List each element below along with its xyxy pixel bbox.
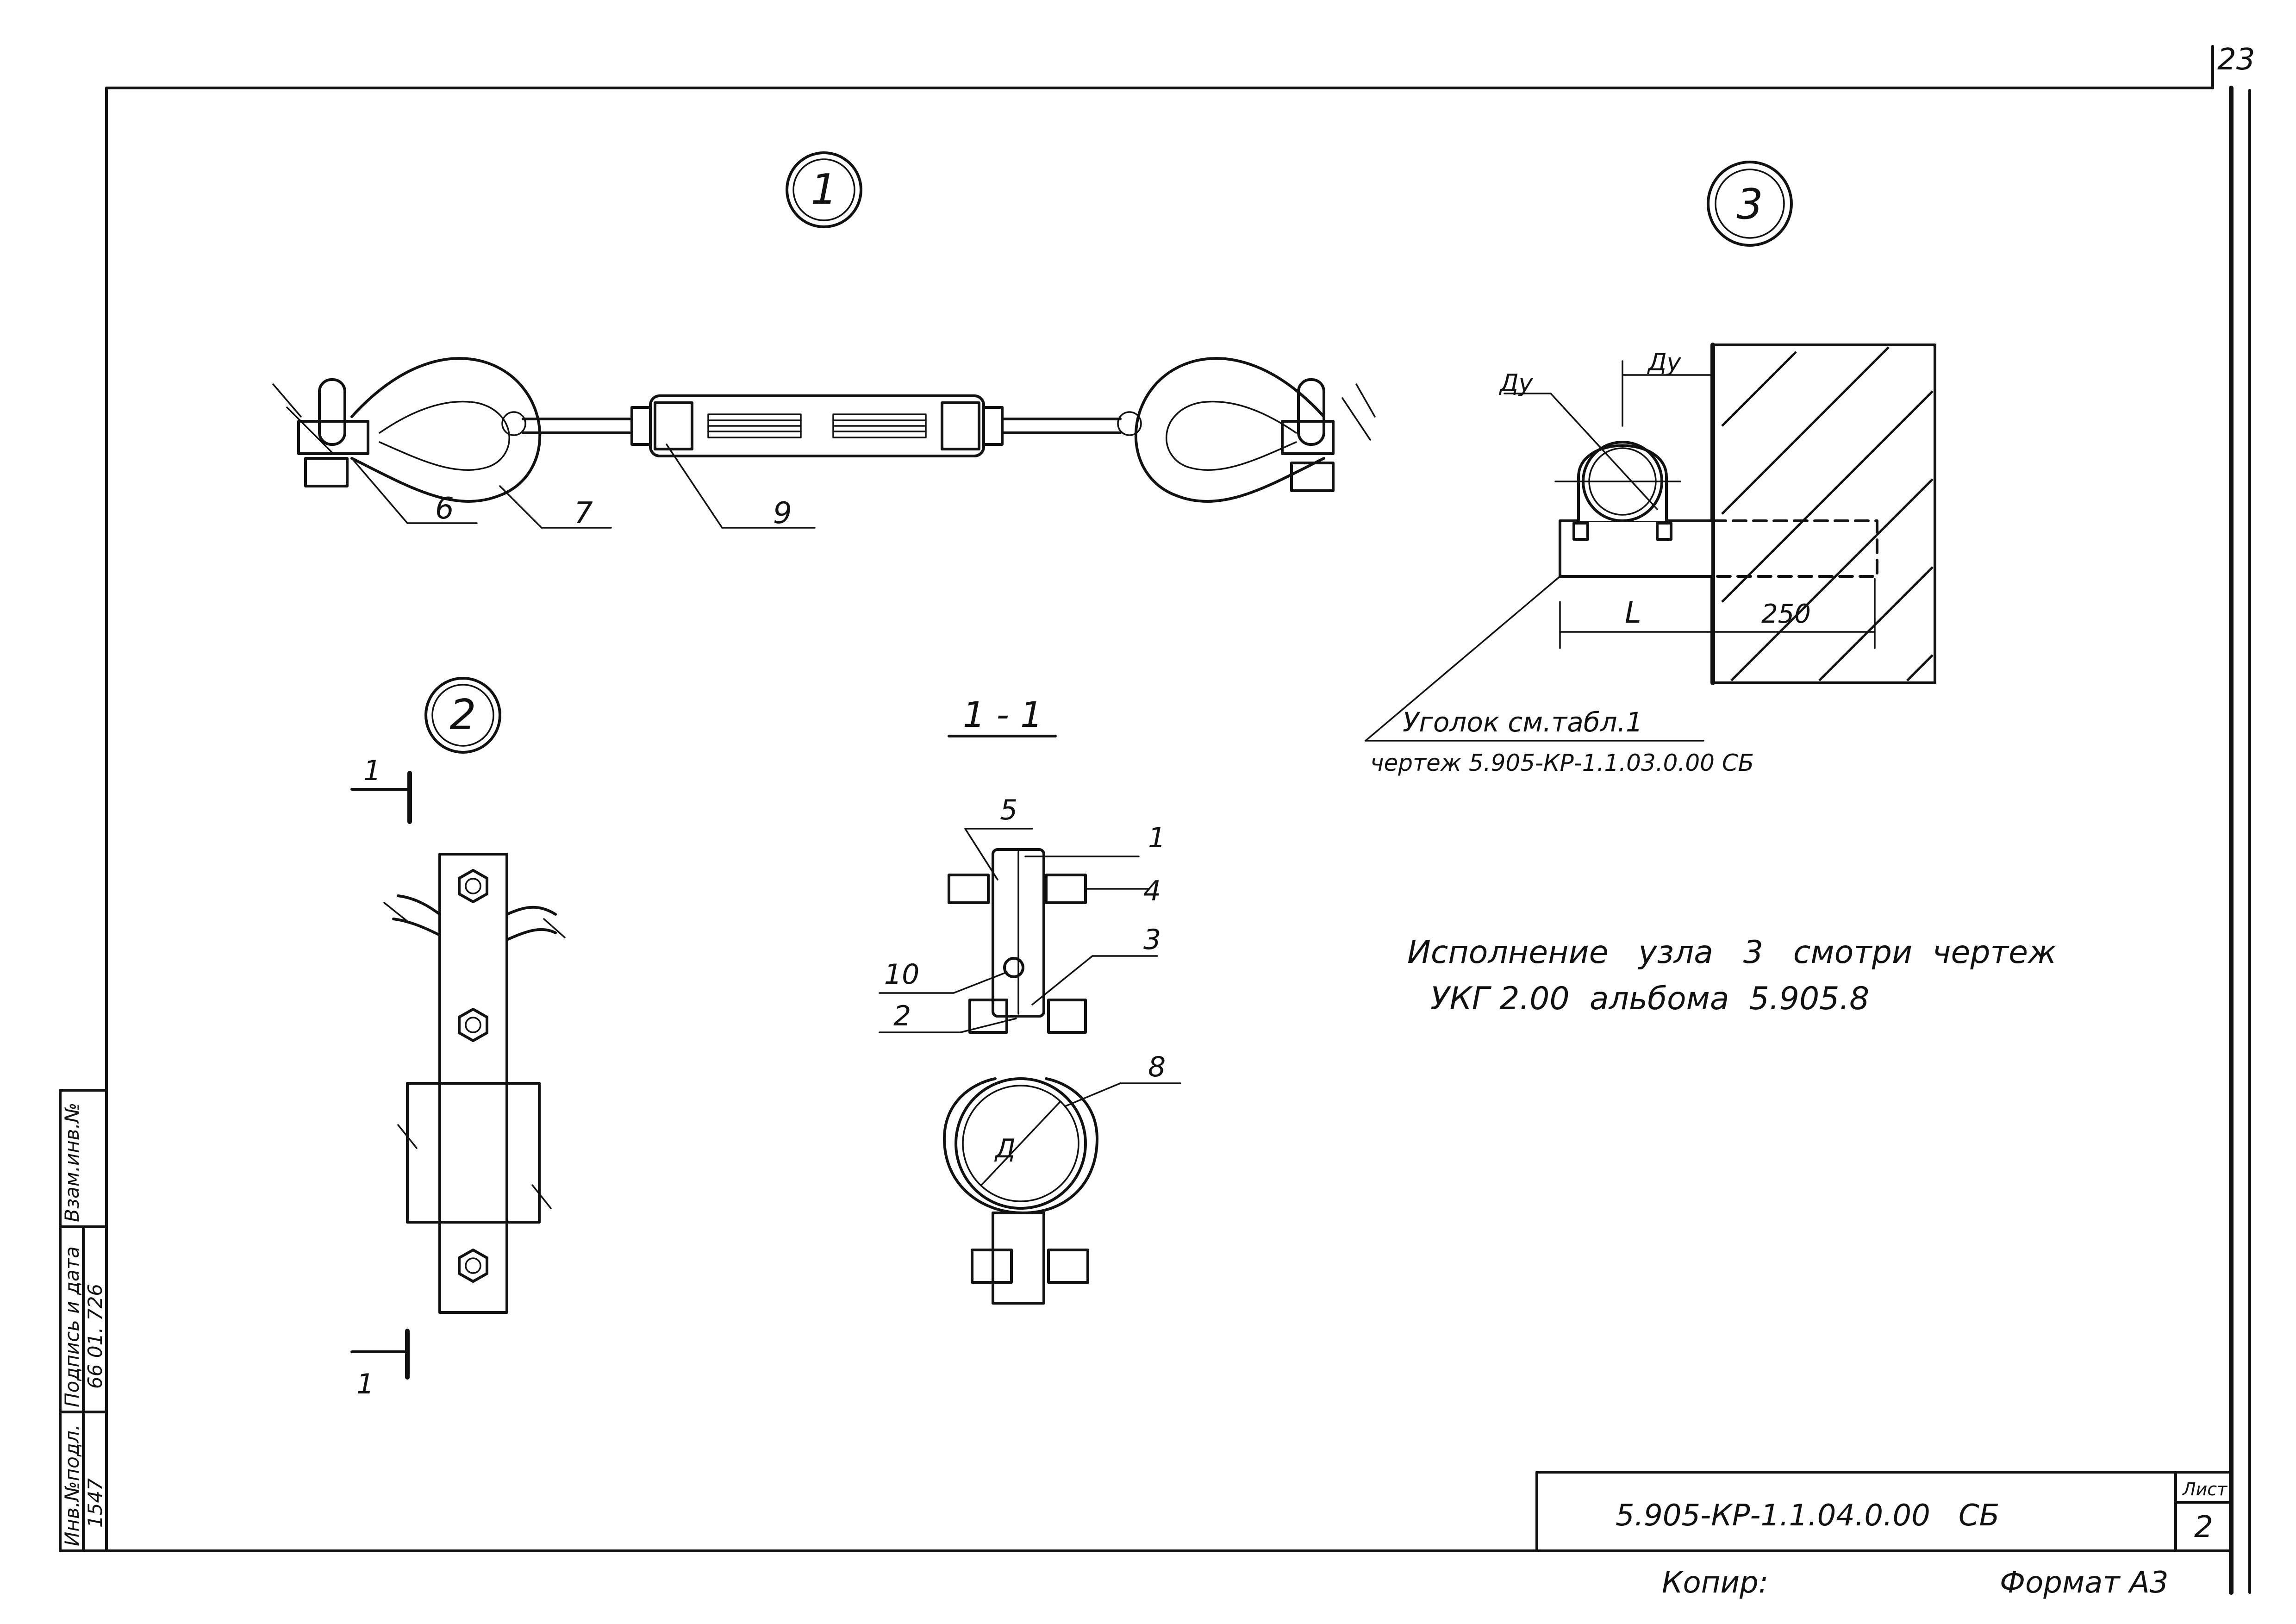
callout-2: 2 <box>893 1000 911 1032</box>
callout-3: 3 <box>1143 924 1161 956</box>
wall-support-view <box>1365 343 1936 742</box>
callout-7: 7 <box>574 496 593 531</box>
svg-text:2: 2 <box>449 691 476 739</box>
callout-10: 10 <box>884 958 919 991</box>
callout-1: 1 <box>1148 822 1166 854</box>
dimension-d: Д <box>994 1134 1016 1164</box>
callout-5: 5 <box>1000 794 1017 826</box>
sheet-number: 2 <box>2194 1510 2213 1544</box>
footer-format: Формат А3 <box>2000 1566 2169 1600</box>
page-number: 23 <box>2217 43 2255 77</box>
callout-6: 6 <box>435 492 454 526</box>
footer-copied: Копир: <box>1662 1566 1768 1600</box>
callout-9: 9 <box>773 496 792 531</box>
view1-marker: 1 <box>786 151 862 228</box>
view3-marker: 3 <box>1707 161 1793 247</box>
section-leaders <box>879 828 1181 1107</box>
section-1-1-view: Д <box>943 848 1098 1305</box>
stamp-inv-value: 1547 <box>84 1478 106 1528</box>
dimension-250: 250 <box>1761 599 1811 629</box>
note-angle-line2: чертеж 5.905-КР-1.1.03.0.00 СБ <box>1370 750 1754 776</box>
dimension-du-top: Ду <box>1647 349 1682 376</box>
note-angle-line1: Уголок см.табл.1 <box>1403 706 1643 738</box>
view1-leaders <box>351 443 816 529</box>
stamp-date-value: 66 01. 726 <box>84 1284 106 1389</box>
clamp-front-view: 1 1 <box>350 755 566 1400</box>
callout-4: 4 <box>1143 875 1161 907</box>
section-cut-mark-top: 1 <box>363 755 381 787</box>
dimension-du-left: Ду <box>1499 369 1534 397</box>
drawing-frame <box>59 45 2251 1595</box>
svg-text:3: 3 <box>1736 180 1763 229</box>
section-label: 1 - 1 <box>963 694 1042 735</box>
note-execution-line2: УКГ 2.00 альбома 5.905.8 <box>1430 981 1869 1017</box>
dimension-l: L <box>1625 596 1641 630</box>
stamp-replace-inv: Взам.инв.№ <box>61 1103 83 1222</box>
document-code: 5.905-КР-1.1.04.0.00 СБ <box>1616 1499 1999 1533</box>
stamp-sign-date: Подпись и дата <box>61 1246 83 1407</box>
callout-8: 8 <box>1148 1051 1166 1083</box>
turnbuckle-assembly <box>272 357 1376 503</box>
sheet-label: Лист <box>2182 1479 2228 1499</box>
side-stamp <box>59 1089 108 1552</box>
stamp-inv-no: Инв.№подл. <box>61 1424 83 1546</box>
svg-text:1: 1 <box>811 165 837 214</box>
view2-marker: 2 <box>424 677 501 754</box>
section-cut-mark-bottom: 1 <box>356 1368 374 1400</box>
title-block <box>1535 1471 2233 1552</box>
note-execution-line1: Исполнение узла 3 смотри чертеж <box>1407 934 2056 971</box>
